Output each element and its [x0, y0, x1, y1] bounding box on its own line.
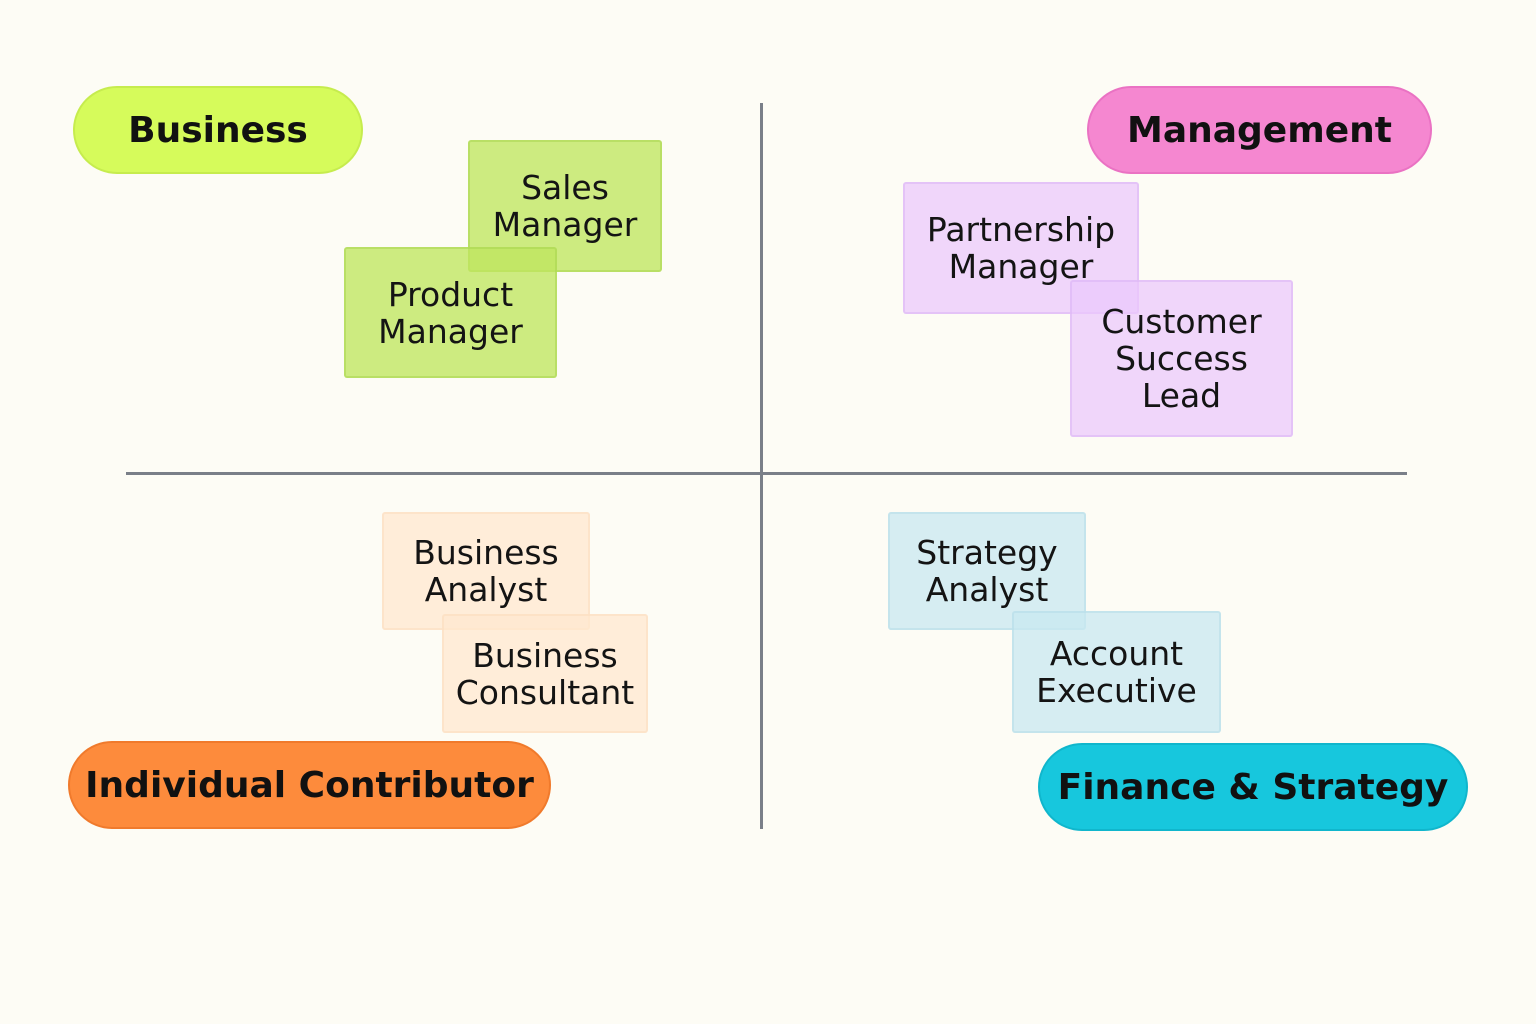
card-line: Manager	[378, 311, 523, 351]
card-line: Manager	[492, 205, 638, 244]
card-line: Analyst	[925, 570, 1049, 609]
card-line: Lead	[1141, 376, 1222, 415]
business-consultant-card: Business Consultant	[442, 614, 648, 733]
card-line: Executive	[1036, 671, 1197, 710]
card-line: Consultant	[455, 672, 635, 712]
individual-contributor-label: Individual Contributor	[68, 741, 551, 829]
card-line: Product	[387, 274, 514, 314]
strategy-analyst-card: Strategy Analyst	[888, 512, 1086, 630]
card-line: Manager	[948, 247, 1094, 286]
business-analyst-card: Business Analyst	[382, 512, 590, 630]
card-line: Business	[472, 635, 618, 675]
card-line: Analyst	[424, 570, 548, 609]
account-executive-card: Account Executive	[1012, 611, 1221, 733]
card-line: Partnership	[926, 210, 1116, 249]
customer-success-lead-card: Customer Success Lead	[1070, 280, 1293, 437]
card-line: Account	[1049, 634, 1184, 673]
card-line: Sales	[521, 168, 609, 207]
product-manager-card: Product Manager	[344, 247, 557, 378]
card-line: Success	[1115, 339, 1248, 378]
management-label: Management	[1087, 86, 1432, 174]
finance-strategy-label: Finance & Strategy	[1038, 743, 1468, 831]
horizontal-axis	[126, 472, 1407, 475]
card-line: Business	[413, 533, 559, 572]
card-line: Strategy	[916, 533, 1058, 572]
business-label: Business	[73, 86, 363, 174]
card-line: Customer	[1101, 302, 1262, 341]
vertical-axis	[760, 103, 763, 829]
